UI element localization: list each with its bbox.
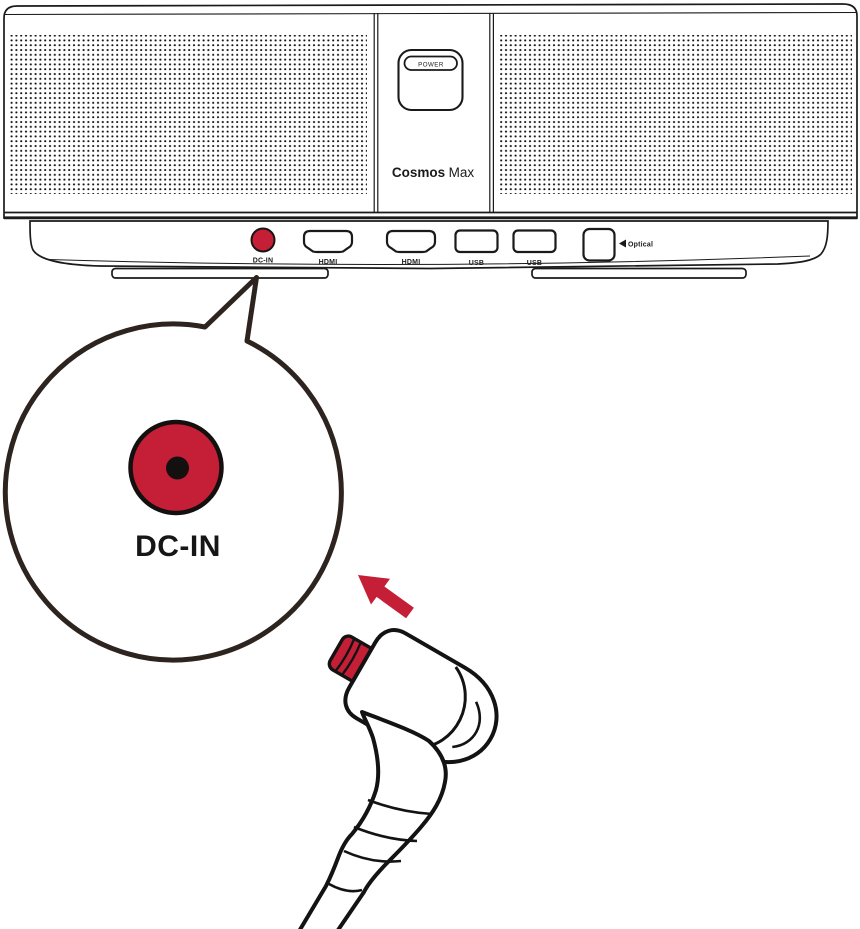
port-optical-label: Optical (628, 242, 653, 249)
brand-label: Cosmos Max (392, 165, 475, 180)
power-button: POWER (397, 48, 464, 112)
optical-arrow-icon (619, 239, 626, 248)
plug-strain-relief (298, 710, 448, 929)
port-hdmi-2-label: HDMI (402, 259, 421, 266)
port-usb-1: USB (454, 229, 499, 267)
brand-label-bold: Cosmos (392, 165, 445, 180)
port-usb-2-label: USB (527, 260, 542, 267)
port-hdmi-1: HDMI (302, 229, 354, 266)
tip-ridge-line (341, 642, 362, 676)
power-plug (298, 628, 499, 929)
left-speaker-grille (10, 35, 367, 194)
right-speaker-grille (500, 35, 852, 194)
dc-in-pin-hole (166, 456, 189, 480)
device-base: DC-IN HDMI HDMI USB USB Optical (29, 220, 829, 279)
top-edge-line (3, 11, 858, 16)
cable-entry-line (328, 882, 363, 893)
tip-ridge-line (334, 638, 356, 672)
base-inner-line (47, 255, 811, 265)
callout-dc-in-label: DC-IN (135, 530, 221, 563)
right-foot (531, 267, 747, 279)
port-dc-in: DC-IN (250, 227, 276, 265)
left-foot (111, 267, 329, 279)
boot-outline (298, 710, 448, 929)
projector-body: POWER Cosmos Max (3, 3, 858, 220)
port-dc-in-label: DC-IN (253, 258, 273, 265)
center-panel-dividers (373, 13, 494, 212)
port-hdmi-2: HDMI (385, 229, 437, 266)
port-usb-1-label: USB (469, 260, 484, 267)
plug-ribs (328, 798, 433, 893)
port-usb-2: USB (512, 229, 557, 267)
red-arrow-icon (358, 575, 414, 619)
brand-label-model: Max (449, 165, 475, 180)
callout-dc-in-port (128, 419, 224, 516)
callout-bubble: DC-IN (2, 275, 344, 663)
port-optical: Optical (582, 227, 653, 262)
barrel-endcap-inner-line (452, 701, 482, 749)
port-hdmi-1-label: HDMI (319, 259, 338, 266)
power-button-label: POWER (418, 61, 444, 68)
